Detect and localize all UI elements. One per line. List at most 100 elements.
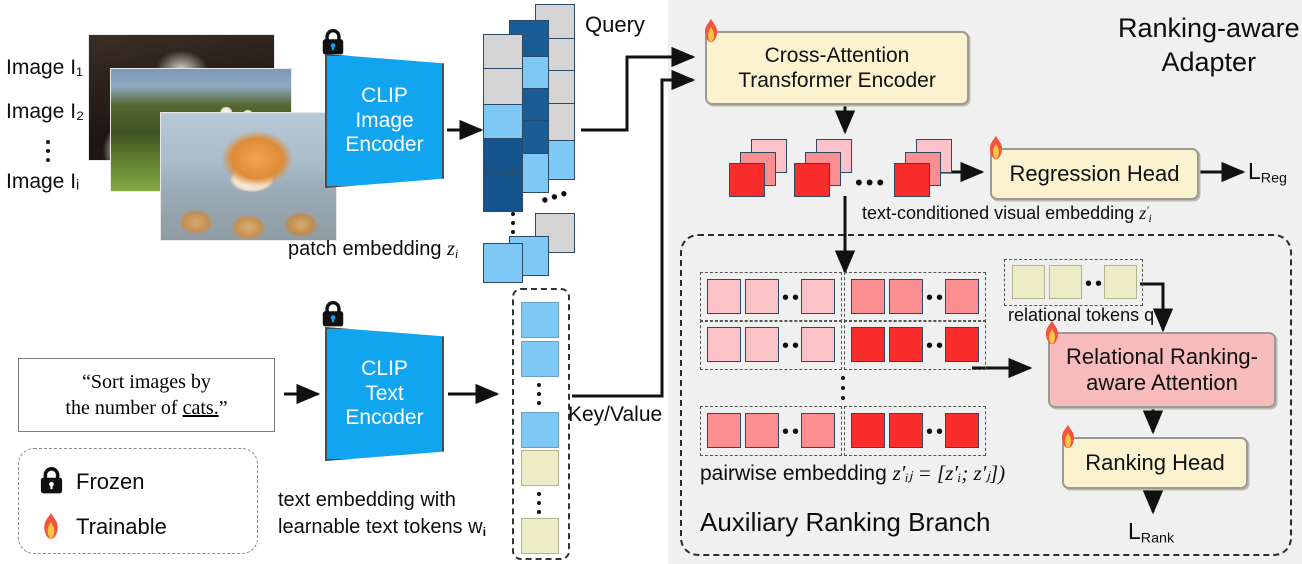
pairwise-token-r2l-2 <box>745 327 779 362</box>
relational-token-3 <box>1104 265 1137 299</box>
text-embedding-caption-sub: i <box>482 525 487 540</box>
cross-attention-line1: Cross-Attention <box>764 43 910 67</box>
pairwise-token-r1r-2 <box>889 279 923 314</box>
pairwise-token-r1r-1 <box>851 279 885 314</box>
relational-token-2 <box>1049 265 1082 299</box>
patch-token-front-6 <box>483 243 523 283</box>
prompt-underlined-word: cats. <box>182 397 219 419</box>
pairwise-token-r2r-3 <box>945 327 979 362</box>
pairwise-token-r3r-2 <box>889 413 923 448</box>
relational-ranking-aware-attention: Relational Ranking- aware Attention <box>1048 332 1276 408</box>
clip-text-encoder-line2: Text <box>365 381 404 405</box>
patch-token-front-1 <box>483 34 523 74</box>
clip-image-encoder: CLIP Image Encoder <box>325 54 444 188</box>
adapter-title-line1: Ranking-aware <box>1118 13 1300 43</box>
pairwise-token-r3l-2 <box>745 413 779 448</box>
lock-icon-legend <box>40 467 63 494</box>
pairwise-token-r3l-1 <box>707 413 741 448</box>
pairwise-token-r1l-3 <box>801 279 835 314</box>
lock-icon-text-encoder <box>322 300 344 327</box>
text-token-group <box>512 288 570 560</box>
loss-rank-label: LRank <box>1128 518 1174 547</box>
loss-rank-subscript: Rank <box>1140 530 1175 547</box>
legend-frozen-label: Frozen <box>76 469 145 494</box>
legend-box <box>18 448 258 554</box>
pairwise-row-1-left-group <box>700 272 842 322</box>
patch-embedding-label: patch embedding zi <box>288 238 458 261</box>
text-token-3 <box>521 412 559 448</box>
pairwise-embedding-caption-text: pairwise embedding <box>700 462 887 485</box>
visual-token-3-front <box>894 163 930 197</box>
patch-token-vertical-dots <box>510 212 515 234</box>
pairwise-token-r2r-1 <box>851 327 885 362</box>
relational-token-group <box>1004 259 1143 306</box>
clip-text-encoder: CLIP Text Encoder <box>325 327 444 461</box>
adapter-title: Ranking-aware Adapter <box>1118 12 1300 80</box>
pairwise-row-3-left-group <box>700 406 842 456</box>
loss-reg-label: LReg <box>1248 158 1287 187</box>
lock-icon <box>322 28 344 55</box>
relational-attention-line1: Relational Ranking- <box>1066 343 1258 369</box>
pairwise-token-r3l-3 <box>801 413 835 448</box>
visual-token-ellipsis: ••• <box>855 170 888 195</box>
prompt-line-2-pre: the number of <box>65 397 183 419</box>
text-token-5 <box>521 518 559 554</box>
patch-embedding-symbol: z <box>447 238 455 260</box>
text-embedding-caption: text embedding with learnable text token… <box>278 487 486 541</box>
pairwise-rows-vertical-dots <box>840 376 845 400</box>
pairwise-row-2-right-group <box>844 320 986 370</box>
relational-token-1 <box>1012 265 1045 299</box>
pairwise-embedding-caption: pairwise embedding z′ᵢⱼ = [z′ᵢ; z′ⱼ]) <box>700 461 1005 486</box>
flame-icon-ranking-head <box>1061 424 1075 449</box>
text-embedding-caption-line2: learnable text tokens w <box>278 516 483 538</box>
clip-image-encoder-line3: Encoder <box>345 133 424 157</box>
pairwise-token-r1l-2 <box>745 279 779 314</box>
flame-icon-regression-head <box>989 135 1003 160</box>
image-label-2: Image I₂ <box>6 100 85 123</box>
pairwise-row-1-right-group <box>844 272 986 322</box>
relational-tokens-label: relational tokens q <box>1008 305 1155 325</box>
flame-icon-legend <box>44 513 58 539</box>
pairwise-token-r3r-1 <box>851 413 885 448</box>
patch-embedding-text: patch embedding <box>288 238 442 260</box>
text-embedding-caption-line1: text embedding with <box>278 489 456 511</box>
cross-attention-line2: Transformer Encoder <box>738 69 936 92</box>
loss-reg-subscript: Reg <box>1260 170 1287 187</box>
clip-text-encoder-line1: CLIP <box>361 356 408 380</box>
auxiliary-branch-title: Auxiliary Ranking Branch <box>700 507 991 537</box>
patch-token-front-2 <box>483 68 523 108</box>
image-thumbnail-3 <box>160 112 337 241</box>
text-conditioned-caption: text-conditioned visual embedding z′i <box>862 203 1152 225</box>
pairwise-embedding-formula: z′ᵢⱼ = [z′ᵢ; z′ⱼ]) <box>892 461 1006 485</box>
flame-icon-cross-attention <box>704 18 718 43</box>
pairwise-token-r1r-3 <box>945 279 979 314</box>
visual-token-2-front <box>794 163 830 197</box>
pairwise-row-3-right-group <box>844 406 986 456</box>
regression-head: Regression Head <box>990 148 1199 200</box>
text-conditioned-caption-text: text-conditioned visual embedding <box>862 203 1135 223</box>
text-token-dots-1 <box>536 383 541 405</box>
pairwise-token-r3r-3 <box>945 413 979 448</box>
pairwise-token-r2r-2 <box>889 327 923 362</box>
image-list-vertical-dots <box>45 140 50 162</box>
image-label-1: Image I₁ <box>6 56 84 79</box>
loss-rank-symbol: L <box>1128 518 1141 544</box>
flame-icon-relational-attention <box>1045 320 1059 345</box>
text-prompt-box: “Sort images by the number of cats.” <box>18 358 275 432</box>
pairwise-token-r2l-3 <box>801 327 835 362</box>
patch-embedding-subscript: i <box>454 247 459 262</box>
clip-image-encoder-line1: CLIP <box>361 83 408 107</box>
text-token-2 <box>521 341 559 377</box>
pairwise-token-r2l-1 <box>707 327 741 362</box>
pairwise-token-r1l-1 <box>707 279 741 314</box>
cross-attention-transformer-encoder: Cross-Attention Transformer Encoder <box>705 31 969 105</box>
text-token-4 <box>521 450 559 486</box>
clip-text-encoder-line3: Encoder <box>345 406 424 430</box>
legend-trainable-label: Trainable <box>76 514 167 539</box>
ranking-head: Ranking Head <box>1062 437 1248 489</box>
prompt-line-1: “Sort images by <box>82 371 211 393</box>
text-token-1 <box>521 302 559 338</box>
patch-token-front-5 <box>483 172 523 212</box>
adapter-title-line2: Adapter <box>1161 46 1257 77</box>
